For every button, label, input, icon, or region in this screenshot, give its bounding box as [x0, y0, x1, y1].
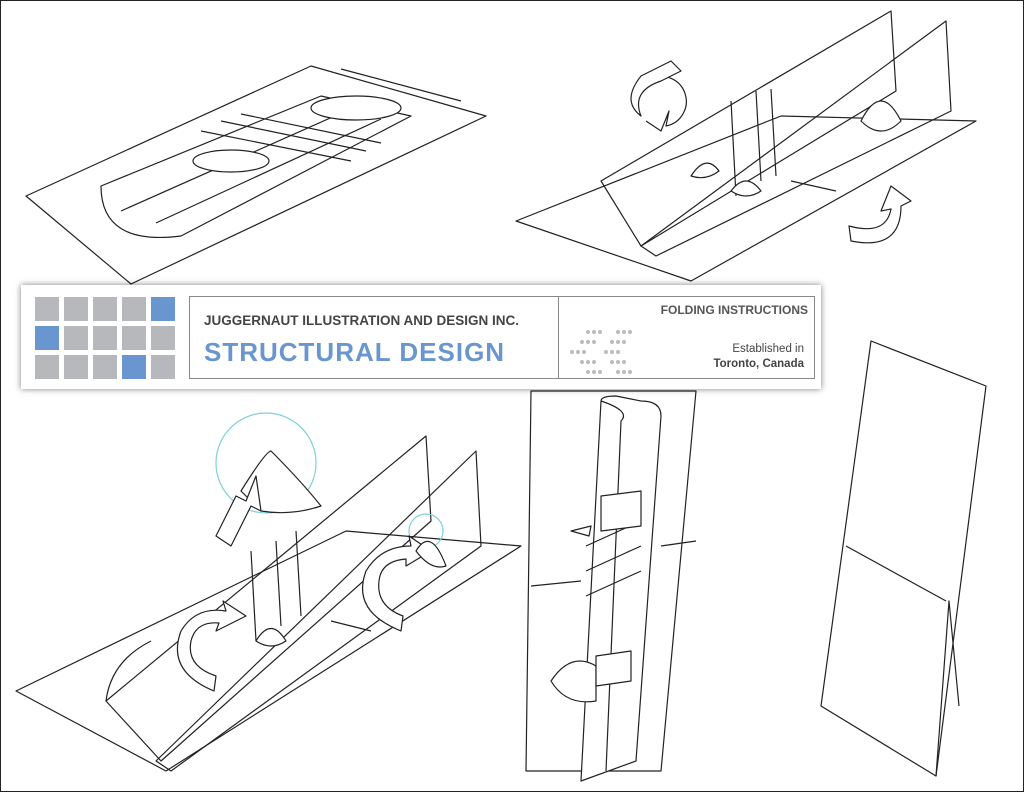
step-3-folding-arrows [15, 412, 522, 772]
step-1-flat-card [25, 65, 487, 285]
rotate-arrow-icon [362, 535, 432, 632]
established-line-1: Established in [732, 343, 804, 355]
step-2-folded-card [515, 10, 977, 282]
dotted-logo-icon [570, 330, 632, 374]
established-line-2: Toronto, Canada [713, 358, 804, 370]
arrow-icon [215, 475, 262, 547]
section-label: FOLDING INSTRUCTIONS [660, 303, 808, 317]
rotate-arrow-icon [176, 600, 247, 692]
step-4-standing-card [525, 390, 697, 782]
step-5-standing-panel [820, 340, 987, 777]
logo-square-grid [35, 297, 175, 379]
banner-title: STRUCTURAL DESIGN [204, 337, 506, 367]
company-banner: JUGGERNAUT ILLUSTRATION AND DESIGN INC. … [21, 285, 821, 389]
company-name: JUGGERNAUT ILLUSTRATION AND DESIGN INC. [204, 313, 520, 328]
divider [558, 297, 559, 378]
banner-text-box: JUGGERNAUT ILLUSTRATION AND DESIGN INC. … [189, 296, 815, 379]
rotate-arrow-icon [848, 185, 912, 244]
